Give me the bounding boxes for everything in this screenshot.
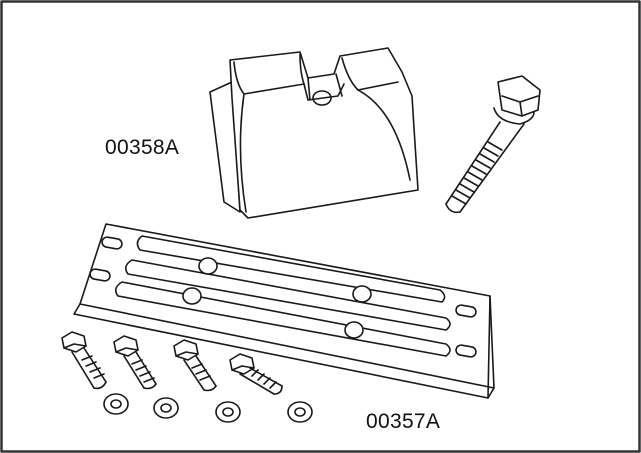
block-anode-illustration [209, 47, 419, 219]
bar-anode-illustration [73, 223, 495, 399]
part-label-bar-anode-kit: 00357A [366, 410, 441, 433]
small-bolt-2 [113, 335, 157, 390]
washer-1 [103, 393, 129, 415]
washer-2 [153, 397, 179, 419]
small-bolt-4 [229, 353, 283, 395]
part-label-block-anode: 00358A [105, 136, 180, 159]
washer-3 [215, 401, 241, 423]
bolt-threads [451, 141, 503, 205]
small-bolt-3 [173, 339, 217, 392]
washer-4 [287, 401, 313, 423]
small-bolt-1 [61, 331, 107, 390]
long-bolt-illustration [445, 75, 541, 214]
